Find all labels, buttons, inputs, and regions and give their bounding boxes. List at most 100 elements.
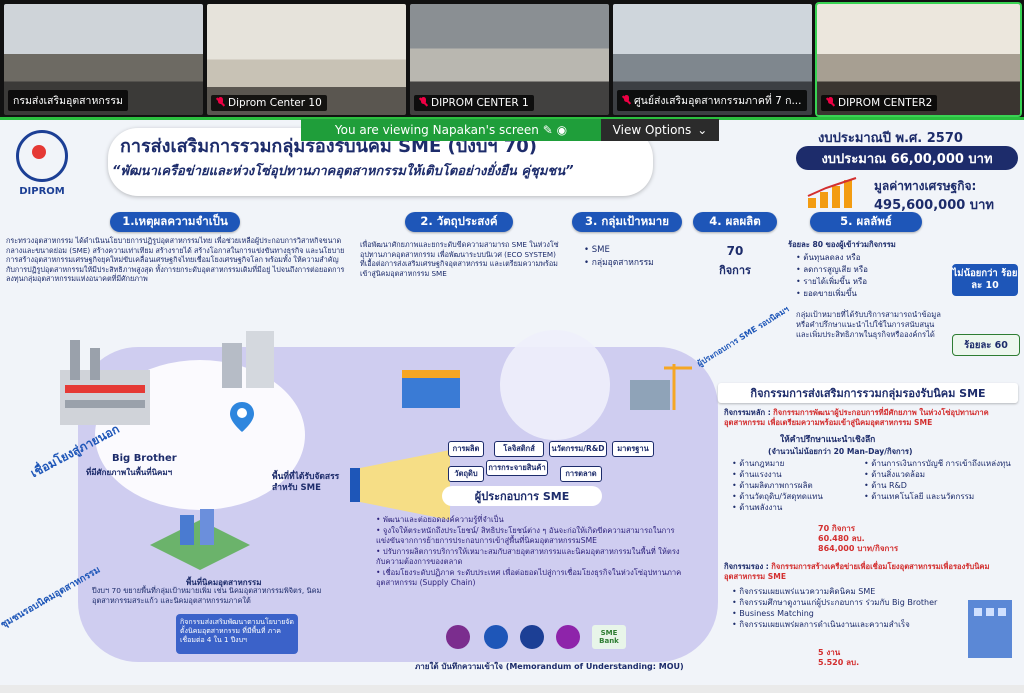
chip-standard: มาตรฐาน xyxy=(612,441,654,457)
view-options-button[interactable]: View Options ⌄ xyxy=(601,119,719,141)
section-objective: 2. วัตถุประสงค์ xyxy=(405,212,513,232)
econ-value-label: มูลค่าทางเศรษฐกิจ: xyxy=(874,179,977,193)
target-list: SME กลุ่มอุตสาหกรรม xyxy=(584,244,694,270)
sub-activity-item: กิจกรรมเผยแพร่ผลการดำเนินงานและความสำเร็… xyxy=(732,619,962,630)
outcome-item: ยอดขายเพิ่มขึ้น xyxy=(796,288,936,300)
consult-sub: (จำนวนไม่น้อยกว่า 20 Man-Day/กิจการ) xyxy=(768,447,913,456)
stat-line: 864,000 บาท/กิจการ xyxy=(818,544,899,553)
participant-tile-active[interactable]: DIPROM CENTER2 xyxy=(815,2,1022,117)
sme-bank-logo: SME Bank xyxy=(592,625,626,649)
record-icon: ◉ xyxy=(556,123,568,137)
outcome-second: กลุ่มเป้าหมายที่ได้รับบริการสามารถนำข้อม… xyxy=(796,310,941,339)
diagram-bullet: จูงใจให้ตระหนักถึงประโยชน์/ สิทธิประโยชน… xyxy=(376,526,688,546)
participant-name-text: DIPROM CENTER 1 xyxy=(431,97,529,109)
slide-subtitle: “พัฒนาเครือข่ายและห่วงโซ่อุปทานภาคอุตสาห… xyxy=(112,164,574,179)
estate-text: ปีงบฯ 70 ขยายพื้นที่กลุ่มเป้าหมายเพิ่ม เ… xyxy=(92,586,322,605)
bottom-toolbar xyxy=(0,685,1024,693)
participant-tile[interactable]: กรมส่งเสริมอุตสาหกรรม xyxy=(4,4,203,115)
chip-distribution: การกระจายสินค้า xyxy=(486,460,548,476)
growth-chart-icon xyxy=(807,177,857,208)
partner-logo xyxy=(484,625,508,649)
sub-activity-item: กิจกรรมศึกษาดูงานแก่ผู้ประกอบการ ร่วมกับ… xyxy=(732,597,962,608)
consult-area: ด้านพลังงาน xyxy=(732,502,872,513)
participant-name: DIPROM CENTER2 xyxy=(821,95,938,111)
need-text: กระทรวงอุตสาหกรรม ได้ดำเนินนโยบายการปฏิร… xyxy=(6,236,345,284)
diagram-bullet: ปรับการผลิตการบริการให้เหมาะสมกับสายอุตส… xyxy=(376,547,688,567)
partner-logo xyxy=(446,625,470,649)
factory-illustration xyxy=(60,340,150,425)
logo-text: DIPROM xyxy=(19,186,65,197)
diagram-bullet: พัฒนาและต่อยอดองค์ความรู้ที่จำเป็น xyxy=(376,515,688,525)
shop-illustration xyxy=(402,370,460,408)
sub-activity-list: กิจกรรมเผยแพร่แนวความคิดนิคม SME กิจกรรม… xyxy=(732,586,962,630)
main-activity-text: กิจกรรมการพัฒนาผู้ประกอบการที่มีศักยภาพ … xyxy=(724,408,989,427)
funnel-beam xyxy=(350,450,450,520)
consult-area: ด้านเทคโนโลยี และนวัตกรรม xyxy=(864,491,1020,502)
participant-strip: กรมส่งเสริมอุตสาหกรรม Diprom Center 10 D… xyxy=(0,0,1024,117)
outcome-pct-10: ไม่น้อยกว่า ร้อยละ 10 xyxy=(952,264,1018,296)
big-brother-label: Big Brother xyxy=(112,453,177,464)
participant-name: ศูนย์ส่งเสริมอุตสาหกรรมภาคที่ 7 ก... xyxy=(617,90,807,111)
consult-area: ด้าน R&D xyxy=(864,480,1020,491)
outcome-pct-60: ร้อยละ 60 xyxy=(952,334,1020,356)
location-pin-icon xyxy=(230,402,254,432)
big-brother-sub: ที่มีศักยภาพในพื้นที่นิคมฯ xyxy=(86,468,173,477)
sub-activity-item: กิจกรรมเผยแพร่แนวความคิดนิคม SME xyxy=(732,586,962,597)
mic-muted-icon xyxy=(216,97,225,107)
mic-muted-icon xyxy=(622,95,631,105)
section-output: 4. ผลผลิต xyxy=(693,212,777,232)
stat-line: 5.520 ลบ. xyxy=(818,658,860,667)
main-activity: กิจกรรมหลัก : กิจกรรมการพัฒนาผู้ประกอบกา… xyxy=(724,408,1016,428)
chip-production: การผลิต xyxy=(448,441,484,457)
mic-icon: ✎ xyxy=(542,123,553,137)
consult-area: ด้านวัตถุดิบ/วัสดุทดแทน xyxy=(732,491,872,502)
participant-name: DIPROM CENTER 1 xyxy=(414,95,534,111)
slide-title: การส่งเสริมการรวมกลุ่มรองรับนิคม SME (ปี… xyxy=(120,136,538,157)
activities-title: กิจกรรมการส่งเสริมการรวมกลุ่มรองรับนิคม … xyxy=(718,383,1018,403)
sme-plate: ผู้ประกอบการ SME xyxy=(442,486,602,506)
participant-name-text: Diprom Center 10 xyxy=(228,97,322,109)
main-activity-label: กิจกรรมหลัก : xyxy=(724,408,771,417)
sub-activity-item: Business Matching xyxy=(732,608,962,619)
participant-name-text: ศูนย์ส่งเสริมอุตสาหกรรมภาคที่ 7 ก... xyxy=(634,95,802,107)
consult-areas-right: ด้านการเงินการบัญชี การเข้าถึงแหล่งทุน ด… xyxy=(864,458,1020,502)
participant-tile[interactable]: ศูนย์ส่งเสริมอุตสาหกรรมภาคที่ 7 ก... xyxy=(613,4,812,115)
construction-illustration xyxy=(630,364,692,410)
outcome-lead: ร้อยละ 80 ของผู้เข้าร่วมกิจกรรม xyxy=(788,240,896,249)
consult-area: ด้านสิ่งแวดล้อม xyxy=(864,469,1020,480)
target-item: กลุ่มอุตสาหกรรม xyxy=(584,257,694,270)
consult-area: ด้านกฎหมาย xyxy=(732,458,872,469)
output-unit: กิจการ xyxy=(719,264,751,277)
partner-logo xyxy=(556,625,580,649)
stat-line: 5 งาน xyxy=(818,648,841,657)
estate-title: พื้นที่นิคมอุตสาหกรรม xyxy=(186,578,262,587)
mou-text: ภายใต้ บันทึกความเข้าใจ (Memorandum of U… xyxy=(415,662,684,671)
econ-value: 495,600,000 บาท xyxy=(874,198,994,213)
outcome-item: รายได้เพิ่มขึ้น หรือ xyxy=(796,276,936,288)
stats-sub: 5 งาน 5.520 ลบ. xyxy=(818,648,859,668)
consult-title: ให้คำปรึกษาแนะนำเชิงลึก xyxy=(780,435,876,445)
view-options-label: View Options xyxy=(612,123,692,137)
buildings-illustration xyxy=(222,331,274,388)
diprom-logo-mark xyxy=(16,130,68,182)
budget-amount: งบประมาณ 66,00,000 บาท xyxy=(796,146,1018,170)
area-label: พื้นที่ที่ได้รับจัดสรร สำหรับ SME xyxy=(272,472,340,493)
outcome-item: ลดการสูญเสีย หรือ xyxy=(796,264,936,276)
stat-line: 60.480 ลบ. xyxy=(818,534,865,543)
consult-area: ด้านแรงงาน xyxy=(732,469,872,480)
budget-year: งบประมาณปี พ.ศ. 2570 xyxy=(818,131,963,146)
consult-area: ด้านผลิตภาพการผลิต xyxy=(732,480,872,491)
participant-tile[interactable]: DIPROM CENTER 1 xyxy=(410,4,609,115)
partner-logo xyxy=(520,625,544,649)
objective-text: เพื่อพัฒนาศักยภาพและยกระดับขีดความสามารถ… xyxy=(360,240,559,278)
stat-line: 70 กิจการ xyxy=(818,524,856,533)
mic-muted-icon xyxy=(419,97,428,107)
sub-activity-label: กิจกรรมรอง : xyxy=(724,562,769,571)
participant-tile[interactable]: Diprom Center 10 xyxy=(207,4,406,115)
outcome-list: ต้นทุนลดลง หรือ ลดการสูญเสีย หรือ รายได้… xyxy=(796,252,936,300)
diprom-logo: DIPROM xyxy=(12,130,72,210)
consult-areas-left: ด้านกฎหมาย ด้านแรงงาน ด้านผลิตภาพการผลิต… xyxy=(732,458,872,513)
sub-activity: กิจกรรมรอง : กิจกรรมการสร้างเครือข่ายเพื… xyxy=(724,562,1016,582)
diagram-bullet: เชื่อมโยงระดับปฏิภาค ระดับประเทศ เพื่อต่… xyxy=(376,568,688,588)
chip-material: วัตถุดิบ xyxy=(448,466,484,482)
